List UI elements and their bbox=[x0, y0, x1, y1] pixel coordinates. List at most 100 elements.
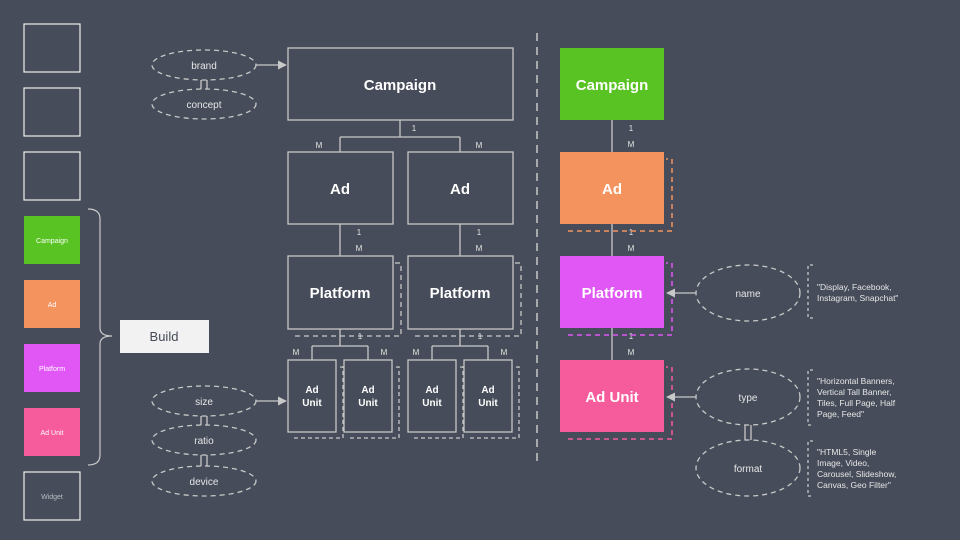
attr-brand[interactable]: brand bbox=[151, 49, 257, 81]
format-value-line: Carousel, Slideshow, bbox=[817, 469, 897, 479]
attr-format[interactable] bbox=[695, 439, 801, 497]
name-values: "Display, Facebook, Instagram, Snapchat" bbox=[817, 282, 898, 304]
sidebar-slot-3[interactable] bbox=[23, 151, 81, 201]
type-value-line: Vertical Tall Banner, bbox=[817, 387, 892, 397]
sidebar-item-widget-label: Widget bbox=[41, 494, 63, 501]
name-value-line: "Display, Facebook, bbox=[817, 282, 892, 292]
left-adunit-entity-4[interactable]: Ad Unit bbox=[463, 359, 513, 433]
name-value-line: Instagram, Snapchat" bbox=[817, 293, 899, 303]
sidebar-item-ad-unit[interactable]: Ad Unit bbox=[24, 408, 80, 456]
right-platform-stack bbox=[568, 262, 673, 336]
left-campaign-label: Campaign bbox=[364, 77, 437, 94]
right-adunit-stack bbox=[568, 366, 673, 440]
left-adunit-entity-2[interactable]: Ad Unit bbox=[343, 359, 393, 433]
left-platform-stack-1 bbox=[295, 262, 402, 337]
conn-adunit1-many: M bbox=[293, 348, 300, 357]
right-ad-label: Ad bbox=[602, 181, 622, 198]
left-ad-label-2: Ad bbox=[450, 181, 470, 198]
sidebar-item-campaign[interactable]: Campaign bbox=[24, 216, 80, 264]
attr-ratio[interactable]: ratio bbox=[151, 424, 257, 456]
sidebar: Campaign Ad Platform Ad Unit Widget Buil… bbox=[23, 23, 209, 521]
left-campaign-entity[interactable]: Campaign bbox=[287, 47, 514, 121]
format-value-line: Image, Video, bbox=[817, 458, 870, 468]
sidebar-slot-1[interactable] bbox=[23, 23, 81, 73]
type-values: "Horizontal Banners, Vertical Tall Banne… bbox=[817, 376, 895, 420]
left-adunit-label-2a: Ad bbox=[361, 385, 374, 396]
attr-concept-label: concept bbox=[186, 100, 221, 111]
conn-adunit2-many: M bbox=[381, 348, 388, 357]
conn-adunit3-many: M bbox=[413, 348, 420, 357]
format-value-line: "HTML5, Single bbox=[817, 447, 877, 457]
right-conn-ad-many: M bbox=[628, 140, 635, 149]
build-button[interactable]: Build bbox=[120, 320, 209, 353]
left-adunit-label-1b: Unit bbox=[302, 398, 322, 409]
left-adunit-stack-3 bbox=[414, 366, 464, 439]
left-adunit-label-4a: Ad bbox=[481, 385, 494, 396]
left-adunit-entity-3[interactable]: Ad Unit bbox=[407, 359, 457, 433]
left-adunit-label-3a: Ad bbox=[425, 385, 438, 396]
type-value-line: "Horizontal Banners, bbox=[817, 376, 895, 386]
right-ad-entity[interactable]: Ad bbox=[560, 152, 664, 224]
build-bracket bbox=[87, 208, 113, 466]
left-ad-entity-1[interactable]: Ad bbox=[287, 151, 394, 225]
left-ad-entity-2[interactable]: Ad bbox=[407, 151, 514, 225]
attr-size-ratio-link bbox=[200, 416, 208, 425]
conn-ad1-many: M bbox=[316, 141, 323, 150]
attr-format-label: format bbox=[734, 464, 763, 475]
campaign-ad-connector bbox=[339, 120, 461, 152]
left-platform-stack-2 bbox=[415, 262, 522, 337]
right-adunit-entity[interactable]: Ad Unit bbox=[560, 360, 664, 432]
attr-type-label: type bbox=[739, 393, 758, 404]
attr-device[interactable]: device bbox=[151, 465, 257, 497]
left-platform-entity-2[interactable]: Platform bbox=[407, 255, 514, 330]
format-values-bracket bbox=[807, 440, 813, 497]
platform2-adunit-connector bbox=[431, 329, 489, 360]
sidebar-item-widget[interactable]: Widget bbox=[23, 471, 81, 521]
sidebar-item-ad-label: Ad bbox=[48, 302, 57, 309]
left-adunit-entity-1[interactable]: Ad Unit bbox=[287, 359, 337, 433]
left-diagram: brand concept Campaign 1 M M Ad Ad 1 bbox=[151, 47, 522, 497]
conn-campaign-one: 1 bbox=[412, 124, 417, 133]
attr-size[interactable]: size bbox=[151, 385, 257, 417]
sidebar-slot-2[interactable] bbox=[23, 87, 81, 137]
right-platform-entity[interactable]: Platform bbox=[560, 256, 664, 328]
attr-name-label: name bbox=[735, 289, 760, 300]
sidebar-item-ad[interactable]: Ad bbox=[24, 280, 80, 328]
right-conn-adunit-many: M bbox=[628, 348, 635, 357]
format-values: "HTML5, Single Image, Video, Carousel, S… bbox=[817, 447, 896, 491]
sidebar-item-ad-unit-label: Ad Unit bbox=[41, 430, 64, 437]
attr-size-label: size bbox=[195, 397, 213, 408]
right-conn-platform-one: 1 bbox=[629, 332, 634, 341]
sidebar-item-platform[interactable]: Platform bbox=[24, 344, 80, 392]
left-platform-label-2: Platform bbox=[430, 285, 491, 302]
left-adunit-stack-4 bbox=[470, 366, 520, 439]
left-adunit-stack-2 bbox=[350, 366, 400, 439]
attr-brand-label: brand bbox=[191, 61, 217, 72]
conn-ad2-one: 1 bbox=[477, 228, 482, 237]
attr-concept[interactable]: concept bbox=[151, 88, 257, 120]
conn-ad2-many: M bbox=[476, 141, 483, 150]
conn-plat1-one: 1 bbox=[358, 332, 363, 341]
platform1-adunit-connector bbox=[311, 329, 369, 360]
sidebar-item-campaign-label: Campaign bbox=[36, 238, 68, 245]
left-adunit-label-3b: Unit bbox=[422, 398, 442, 409]
left-adunit-label-1a: Ad bbox=[305, 385, 318, 396]
left-adunit-label-4b: Unit bbox=[478, 398, 498, 409]
right-conn-platform-many: M bbox=[628, 244, 635, 253]
attr-ratio-label: ratio bbox=[194, 436, 214, 447]
left-platform-entity-1[interactable]: Platform bbox=[287, 255, 394, 330]
conn-ad1-plat-many: M bbox=[356, 244, 363, 253]
left-platform-label-1: Platform bbox=[310, 285, 371, 302]
format-value-line: Canvas, Geo Filter" bbox=[817, 480, 891, 490]
conn-ad1-one: 1 bbox=[357, 228, 362, 237]
right-platform-label: Platform bbox=[582, 285, 643, 302]
right-campaign-entity[interactable]: Campaign bbox=[560, 48, 664, 120]
right-conn-ad-one: 1 bbox=[629, 228, 634, 237]
left-adunit-label-2b: Unit bbox=[358, 398, 378, 409]
right-diagram: 1 M 1 M 1 M Campaign Ad Platform Ad Unit bbox=[560, 48, 813, 497]
left-adunit-stack-1 bbox=[294, 366, 344, 439]
type-value-line: Page, Feed" bbox=[817, 409, 864, 419]
sidebar-item-platform-label: Platform bbox=[39, 366, 65, 373]
conn-ad2-plat-many: M bbox=[476, 244, 483, 253]
attr-type-format-link bbox=[744, 425, 752, 440]
